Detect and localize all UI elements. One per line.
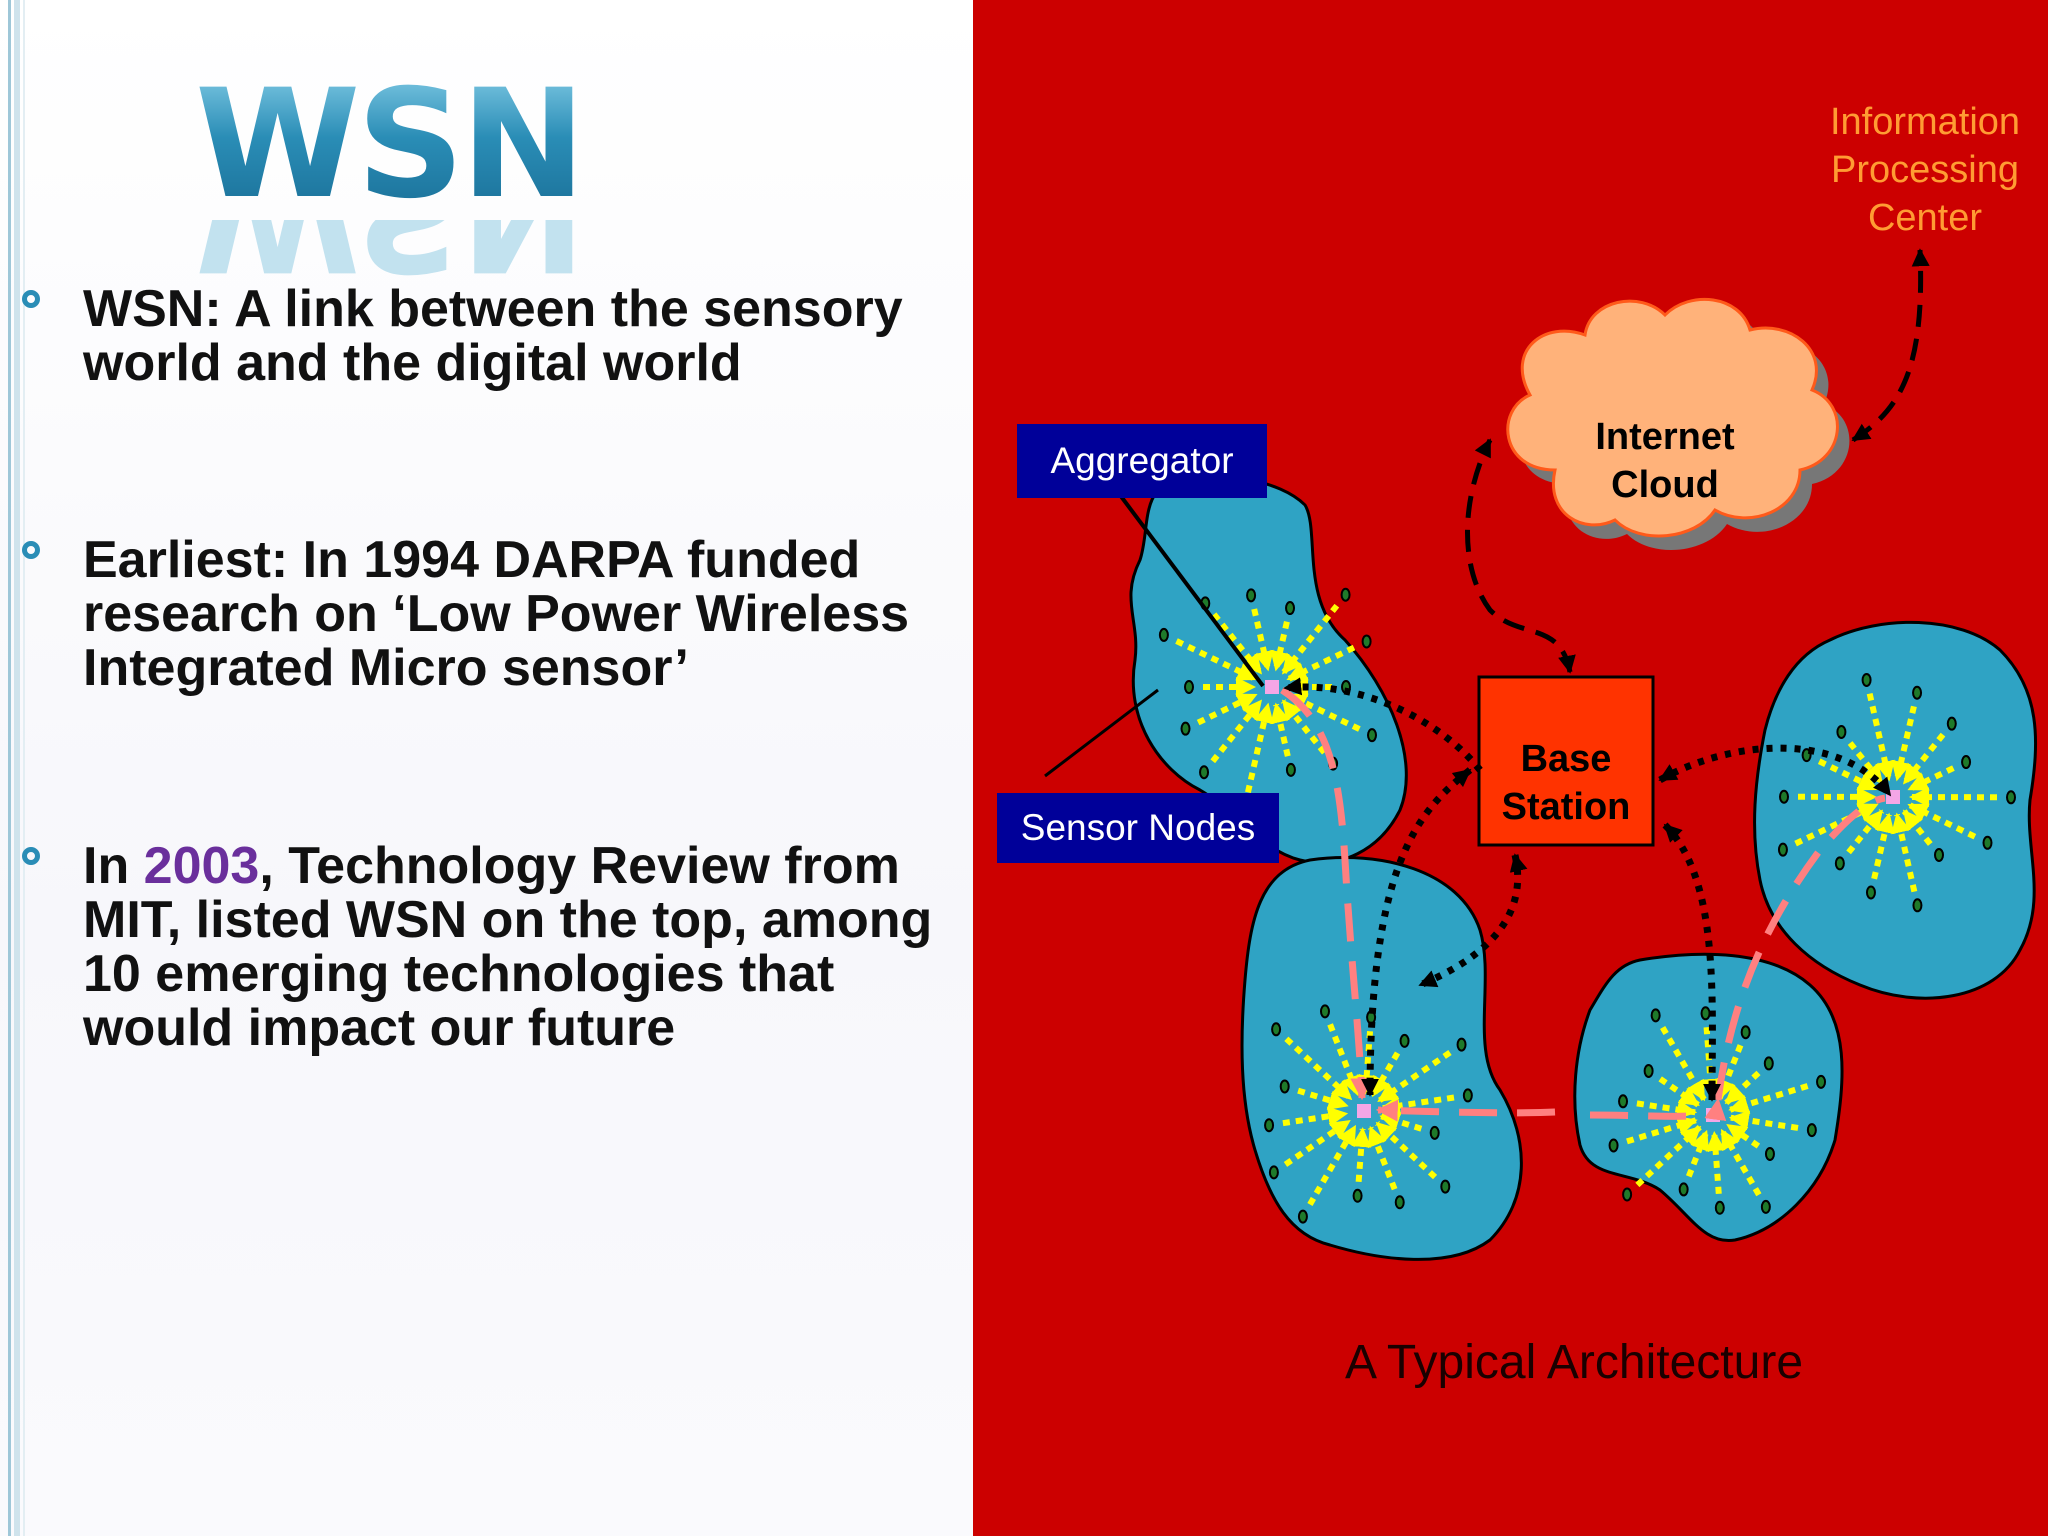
sensor-node [1396, 1196, 1404, 1208]
sensor-node [1272, 1023, 1280, 1035]
sensor-node [1368, 729, 1376, 741]
sensor-node [1766, 1148, 1774, 1160]
aggregator-node [1886, 790, 1900, 804]
sensor-node [1913, 687, 1921, 699]
sensor-node [1182, 723, 1190, 735]
sensor-node [1363, 635, 1371, 647]
sensor-cluster [1755, 622, 2036, 998]
sensor-node [1680, 1183, 1688, 1195]
sensor-node [1619, 1095, 1627, 1107]
aggregator-label: Aggregator [1017, 424, 1267, 498]
sensor-node [1702, 1007, 1710, 1019]
aggregator-node [1357, 1104, 1371, 1118]
sensor-node [1837, 726, 1845, 738]
sensor-cluster [1242, 858, 1521, 1260]
sensor-node [1610, 1139, 1618, 1151]
internet-cloud-label: Internet Cloud [1545, 413, 1785, 509]
sensor-node [1765, 1057, 1773, 1069]
sensor-node [1299, 1211, 1307, 1223]
sensor-node [1817, 1076, 1825, 1088]
sensor-node [1962, 756, 1970, 768]
sensor-node [1286, 602, 1294, 614]
sensor-node [1935, 849, 1943, 861]
sensor-node [1716, 1202, 1724, 1214]
sensor-node [1623, 1188, 1631, 1200]
sensor-node [1441, 1181, 1449, 1193]
sensor-node [1836, 857, 1844, 869]
sensor-node [2007, 791, 2015, 803]
sensor-node [1742, 1026, 1750, 1038]
sensor-node [1780, 791, 1788, 803]
sensor-node [1948, 718, 1956, 730]
sensor-node [1983, 837, 1991, 849]
sensor-node [1265, 1119, 1273, 1131]
sensor-nodes-label: Sensor Nodes [997, 793, 1279, 863]
sensor-node [1354, 1190, 1362, 1202]
sensor-node [1200, 766, 1208, 778]
sensor-node [1779, 844, 1787, 856]
sensor-node [1270, 1166, 1278, 1178]
sensor-node [1645, 1065, 1653, 1077]
sensor-node [1867, 886, 1875, 898]
information-processing-center-label: Information Processing Center [1810, 98, 2040, 242]
sensor-cluster [1575, 954, 1842, 1240]
sensor-node [1464, 1089, 1472, 1101]
sensor-node [1247, 589, 1255, 601]
sensor-node [1863, 674, 1871, 686]
sensor-node [1762, 1201, 1770, 1213]
sensor-node [1160, 629, 1168, 641]
sensor-node [1342, 589, 1350, 601]
sensor-callout [1045, 690, 1158, 776]
sensor-node [1808, 1124, 1816, 1136]
sensor-node [1431, 1127, 1439, 1139]
sensor-node [1321, 1005, 1329, 1017]
sensor-node [1458, 1039, 1466, 1051]
sensor-node [1287, 764, 1295, 776]
sensor-node [1401, 1035, 1409, 1047]
aggregator-node [1706, 1108, 1720, 1122]
sensor-node [1652, 1009, 1660, 1021]
sensor-node [1913, 899, 1921, 911]
diagram-caption: A Typical Architecture [1345, 1335, 1845, 1390]
sensor-node [1185, 681, 1193, 693]
sensor-node [1281, 1080, 1289, 1092]
base-station-label: Base Station [1479, 735, 1653, 831]
aggregator-node [1265, 680, 1279, 694]
